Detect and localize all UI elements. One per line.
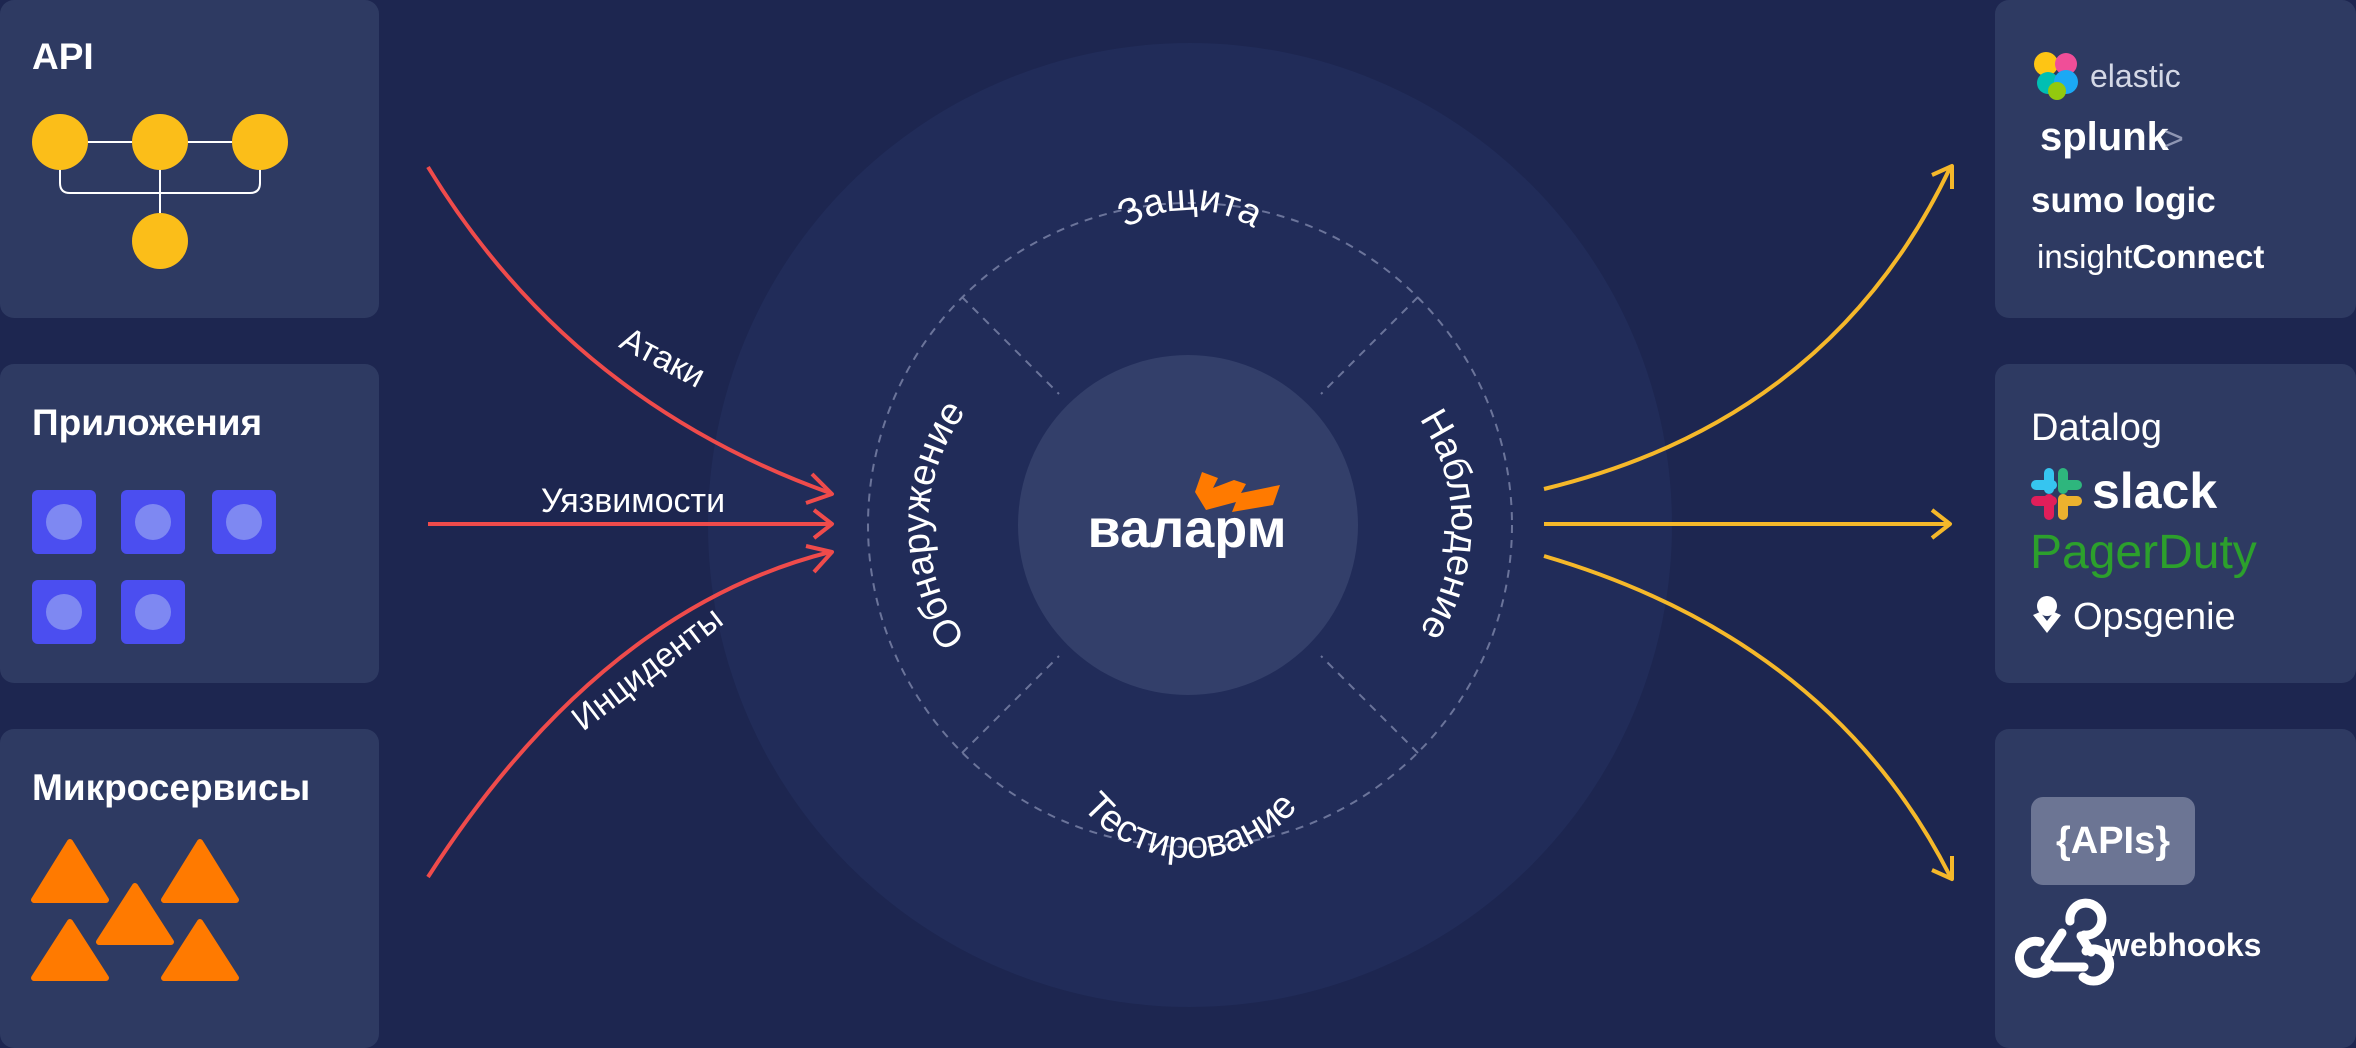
core-circle (1018, 355, 1358, 695)
incidents-arrow (426, 544, 834, 879)
flow-label-vulnerabilities: Уязвимости (541, 482, 725, 520)
ring-divider-nw (961, 296, 1060, 395)
app-square-icon (32, 490, 96, 554)
microservice-triangle-icon (31, 839, 109, 903)
api-node-icon (132, 213, 188, 269)
ring-divider-se (1320, 655, 1419, 754)
card-title-apps: Приложения (32, 402, 263, 443)
ring-divider-ne (1320, 296, 1419, 395)
api-node-icon (132, 114, 188, 170)
elastic-logo-text: elastic (2090, 58, 2181, 94)
card-title-api: API (32, 36, 94, 77)
app-squares (32, 490, 276, 644)
microservice-triangle-icon (161, 919, 239, 981)
wallarm-logo-text: валарм (1087, 499, 1286, 559)
splunk-logo-mark: > (2164, 120, 2184, 158)
output-arrow-bottom (1543, 554, 1954, 881)
output-arrow-top (1543, 164, 1954, 491)
flow-label-attacks: Атаки (614, 320, 711, 396)
flow-label-incidents: Инциденты (565, 599, 730, 738)
apis-badge-text: {APIs} (2056, 820, 2170, 862)
slack-logo-text: slack (2092, 463, 2217, 519)
microservice-triangle-icon (31, 919, 109, 981)
microservice-triangles (31, 839, 239, 981)
sumo-logic-logo-text: sumo logic (2031, 181, 2216, 220)
attacks-arrow (426, 165, 834, 505)
app-square-icon (32, 580, 96, 644)
api-node-icon (232, 114, 288, 170)
vulnerabilities-arrow (428, 508, 834, 540)
elastic-icon (2034, 52, 2078, 100)
card-dev-integrations (1995, 729, 2356, 1048)
webhooks-logo-text: webhooks (2104, 927, 2261, 963)
opsgenie-logo-text: Opsgenie (2073, 596, 2236, 638)
card-alert-integrations (1995, 364, 2356, 683)
app-square-icon (121, 490, 185, 554)
microservice-triangle-icon (96, 883, 174, 945)
splunk-logo-text: splunk (2040, 115, 2170, 159)
opsgenie-icon (2033, 596, 2061, 633)
app-square-icon (212, 490, 276, 554)
insightconnect-logo-text: insightConnect (2037, 238, 2264, 275)
pagerduty-logo-text: PagerDuty (2030, 526, 2257, 579)
output-arrow-middle (1544, 508, 1952, 540)
datalog-logo-text: Datalog (2031, 407, 2162, 449)
slack-icon (2031, 468, 2082, 520)
api-graph (32, 114, 288, 269)
dashed-ring (867, 202, 1513, 848)
webhooks-icon (2014, 898, 2115, 986)
card-siem-integrations (1995, 0, 2356, 318)
card-title-microservices: Микросервисы (32, 767, 311, 808)
apis-badge (2031, 797, 2195, 885)
microservice-triangle-icon (161, 839, 239, 903)
ring-divider-sw (961, 655, 1060, 754)
wallarm-logo-mark (1195, 472, 1280, 512)
app-square-icon (121, 580, 185, 644)
api-node-icon (32, 114, 88, 170)
